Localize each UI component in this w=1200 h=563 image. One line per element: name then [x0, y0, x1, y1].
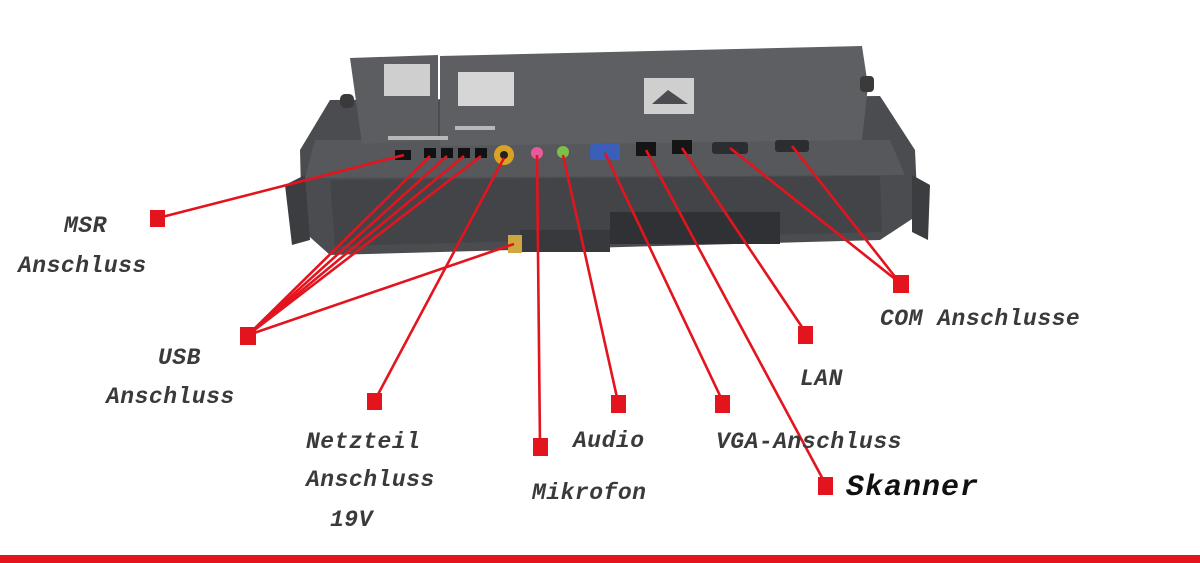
usb-port-2 — [441, 148, 453, 158]
lan-line — [680, 147, 808, 334]
audio-marker — [611, 395, 626, 413]
usb-label-line1: USB — [158, 345, 201, 371]
mic-marker — [533, 438, 548, 456]
bottom-red-rule — [0, 555, 1200, 563]
audio-port — [557, 146, 569, 158]
vga-marker — [715, 395, 730, 413]
msr-label-line2: Anschluss — [18, 253, 147, 279]
psu-line — [373, 157, 506, 401]
scanner-line — [644, 149, 828, 486]
audio-label: Audio — [573, 428, 645, 454]
psu-marker — [367, 393, 382, 410]
front-usb-port — [508, 235, 522, 253]
usb-line-4 — [247, 154, 482, 337]
psu-label-line2: Anschluss — [306, 467, 435, 493]
com-line-2 — [790, 145, 902, 284]
audio-line — [561, 154, 620, 403]
scanner-label: Skanner — [846, 471, 980, 505]
usb-line-2 — [247, 155, 448, 336]
usb-label-line2: Anschluss — [106, 384, 235, 410]
com-marker — [893, 275, 909, 293]
usb-port-4 — [475, 148, 487, 158]
lan-marker — [798, 326, 813, 344]
callout-markers — [150, 210, 909, 495]
mic-port — [531, 147, 543, 159]
vga-line — [603, 152, 725, 403]
usb-port-3 — [458, 148, 470, 158]
mic-label: Mikrofon — [532, 480, 647, 506]
psu-label-line3: 19V — [330, 507, 373, 533]
lan-port — [672, 140, 692, 154]
scanner-port — [636, 142, 656, 156]
msr-label-line1: MSR — [64, 213, 107, 239]
pos-terminal-photo — [285, 46, 930, 255]
vga-port — [590, 144, 620, 160]
psu-label-line1: Netzteil — [306, 429, 421, 455]
msr-line — [157, 153, 405, 220]
usb-line-1 — [247, 155, 431, 336]
lan-label: LAN — [800, 366, 843, 392]
mic-line — [535, 154, 542, 446]
usb-line-3 — [247, 154, 465, 337]
com-label: COM Anschlusse — [880, 306, 1081, 332]
scanner-marker — [818, 477, 833, 495]
com-line-1 — [729, 146, 901, 285]
msr-marker — [150, 210, 165, 227]
usb-marker — [240, 327, 256, 345]
callout-lines — [157, 145, 902, 486]
usb-line-5 — [247, 242, 515, 337]
vga-label: VGA-Anschluss — [716, 429, 902, 455]
usb-port-1 — [424, 148, 436, 158]
